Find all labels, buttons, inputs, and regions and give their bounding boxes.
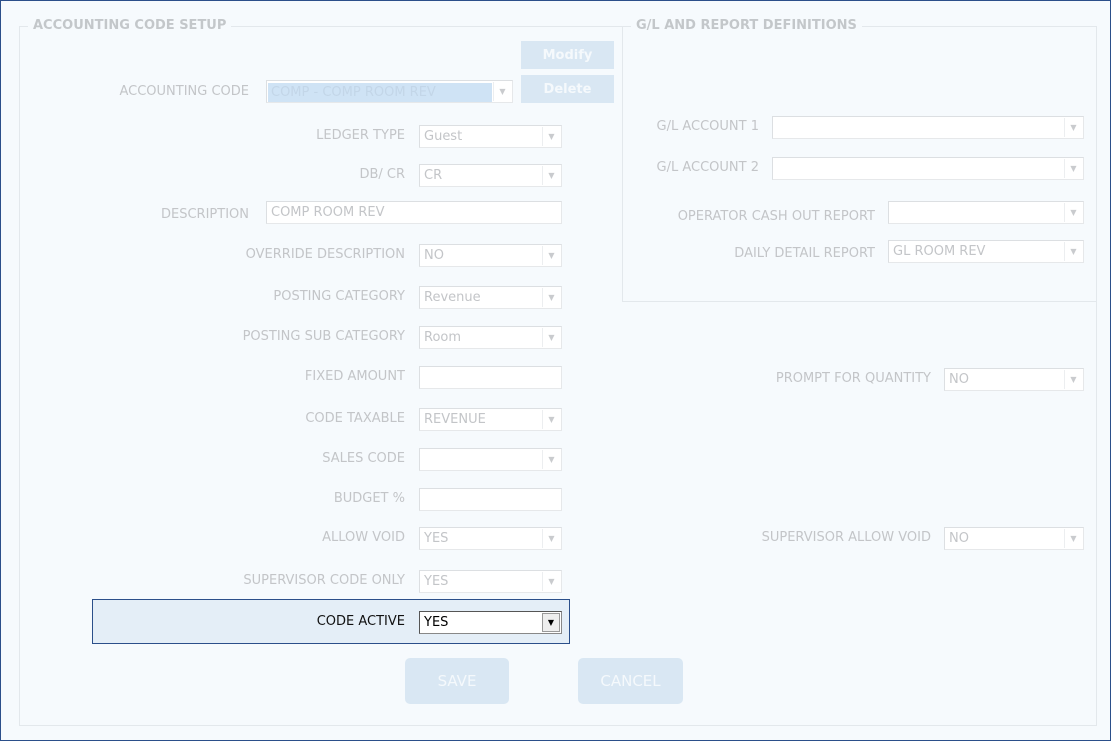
gl-account-1-label: G/L ACCOUNT 1 — [656, 119, 759, 134]
ledger-type-select[interactable]: Guest ▼ — [419, 125, 562, 148]
chevron-down-icon[interactable]: ▼ — [542, 450, 560, 469]
value: YES — [424, 531, 449, 546]
chevron-down-icon[interactable]: ▼ — [542, 246, 560, 265]
prompt-for-quantity-label: PROMPT FOR QUANTITY — [775, 371, 931, 386]
supervisor-allow-void-select[interactable]: NO ▼ — [944, 527, 1084, 550]
posting-category-select[interactable]: Revenue ▼ — [419, 286, 562, 309]
value: Revenue — [424, 290, 481, 305]
code-taxable-select[interactable]: REVENUE ▼ — [419, 408, 562, 431]
accounting-code-setup-group: ACCOUNTING CODE SETUP — [19, 18, 1097, 726]
prompt-for-quantity-select[interactable]: NO ▼ — [944, 368, 1084, 391]
operator-cash-out-report-select[interactable]: ▼ — [888, 201, 1084, 224]
chevron-down-icon[interactable]: ▼ — [542, 613, 560, 632]
ledger-type-label: LEDGER TYPE — [316, 128, 405, 143]
override-description-select[interactable]: NO ▼ — [419, 244, 562, 267]
description-label: DESCRIPTION — [161, 207, 249, 222]
value: Guest — [424, 129, 463, 144]
value: GL ROOM REV — [893, 244, 986, 259]
cancel-button[interactable]: CANCEL — [578, 658, 683, 704]
value: REVENUE — [424, 412, 486, 427]
chevron-down-icon[interactable]: ▼ — [1064, 529, 1082, 548]
posting-category-label: POSTING CATEGORY — [273, 289, 405, 304]
chevron-down-icon[interactable]: ▼ — [1064, 370, 1082, 389]
accounting-code-label: ACCOUNTING CODE — [119, 84, 249, 99]
delete-button[interactable]: Delete — [521, 75, 614, 103]
fixed-amount-label: FIXED AMOUNT — [304, 369, 405, 384]
budget-label: BUDGET % — [333, 491, 405, 506]
chevron-down-icon[interactable]: ▼ — [542, 410, 560, 429]
posting-sub-category-label: POSTING SUB CATEGORY — [242, 329, 405, 344]
gl-report-definitions-group: G/L AND REPORT DEFINITIONS — [622, 18, 1097, 302]
chevron-down-icon[interactable]: ▼ — [542, 328, 560, 347]
value: YES — [424, 615, 449, 630]
chevron-down-icon[interactable]: ▼ — [542, 572, 560, 591]
operator-cash-out-report-label: OPERATOR CASH OUT REPORT — [677, 209, 875, 224]
supervisor-allow-void-label: SUPERVISOR ALLOW VOID — [761, 530, 931, 545]
daily-detail-report-select[interactable]: GL ROOM REV ▼ — [888, 240, 1084, 263]
allow-void-select[interactable]: YES ▼ — [419, 527, 562, 550]
value: Room — [424, 330, 462, 345]
value: YES — [424, 574, 449, 589]
sales-code-label: SALES CODE — [322, 451, 405, 466]
value: CR — [424, 168, 443, 183]
override-description-label: OVERRIDE DESCRIPTION — [245, 247, 405, 262]
db-cr-select[interactable]: CR ▼ — [419, 164, 562, 187]
chevron-down-icon[interactable]: ▼ — [1064, 203, 1082, 222]
value: NO — [949, 372, 969, 387]
gl-account-2-label: G/L ACCOUNT 2 — [656, 160, 759, 175]
chevron-down-icon[interactable]: ▼ — [542, 529, 560, 548]
code-active-label: CODE ACTIVE — [316, 614, 405, 629]
group-title: G/L AND REPORT DEFINITIONS — [631, 18, 862, 34]
db-cr-label: DB/ CR — [359, 167, 405, 182]
budget-input[interactable] — [419, 488, 562, 511]
chevron-down-icon[interactable]: ▼ — [1064, 118, 1082, 137]
value: NO — [949, 531, 969, 546]
posting-sub-category-select[interactable]: Room ▼ — [419, 326, 562, 349]
accounting-code-select[interactable]: COMP - COMP ROOM REV▼ — [266, 80, 513, 103]
chevron-down-icon[interactable]: ▼ — [542, 288, 560, 307]
gl-account-1-select[interactable]: ▼ — [772, 116, 1084, 139]
chevron-down-icon[interactable]: ▼ — [493, 82, 511, 101]
sales-code-select[interactable]: ▼ — [419, 448, 562, 471]
allow-void-label: ALLOW VOID — [322, 530, 405, 545]
save-button[interactable]: SAVE — [405, 658, 509, 704]
chevron-down-icon[interactable]: ▼ — [1064, 242, 1082, 261]
fixed-amount-input[interactable] — [419, 366, 562, 389]
daily-detail-report-label: DAILY DETAIL REPORT — [734, 246, 875, 261]
supervisor-code-only-label: SUPERVISOR CODE ONLY — [243, 573, 405, 588]
group-title: ACCOUNTING CODE SETUP — [28, 18, 232, 34]
code-taxable-label: CODE TAXABLE — [305, 411, 405, 426]
modify-button[interactable]: Modify — [521, 41, 614, 69]
chevron-down-icon[interactable]: ▼ — [1064, 159, 1082, 178]
code-active-select[interactable]: YES ▼ — [419, 611, 562, 634]
description-input[interactable]: COMP ROOM REV — [266, 201, 562, 224]
gl-account-2-select[interactable]: ▼ — [772, 157, 1084, 180]
value: NO — [424, 248, 444, 263]
supervisor-code-only-select[interactable]: YES ▼ — [419, 570, 562, 593]
chevron-down-icon[interactable]: ▼ — [542, 166, 560, 185]
chevron-down-icon[interactable]: ▼ — [542, 127, 560, 146]
